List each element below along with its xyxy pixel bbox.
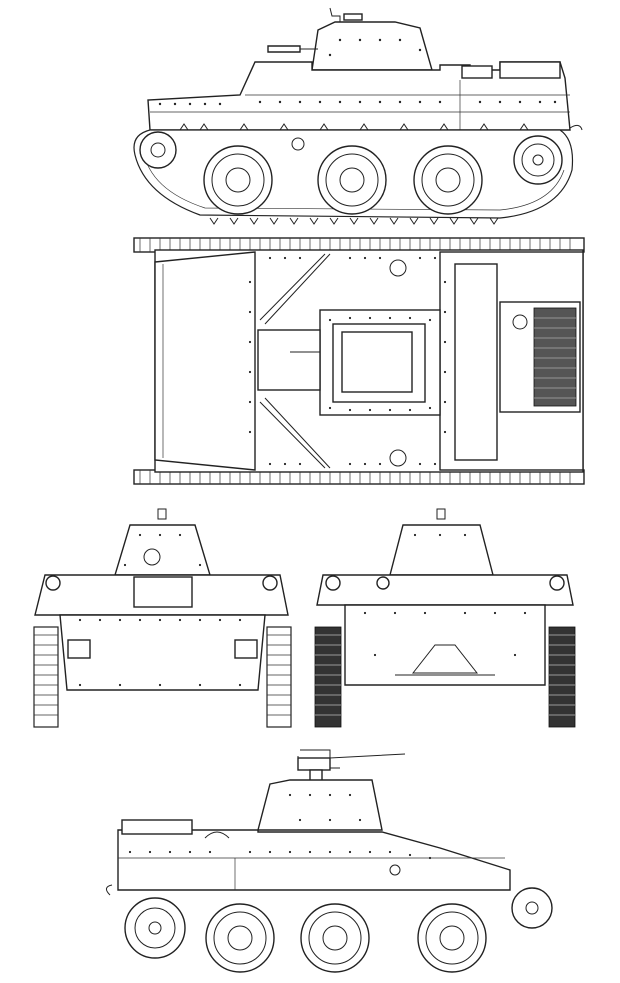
front-view [20,505,305,735]
rear-view [305,505,590,735]
front-view-drawing [33,508,292,728]
side-view-left [0,0,620,230]
top-view [0,232,620,500]
side-view-left-drawing [133,7,583,225]
rear-view-drawing [314,508,576,728]
side-view-right-drawing [106,749,553,973]
side-view-right [0,740,620,983]
top-view-drawing [133,237,585,485]
